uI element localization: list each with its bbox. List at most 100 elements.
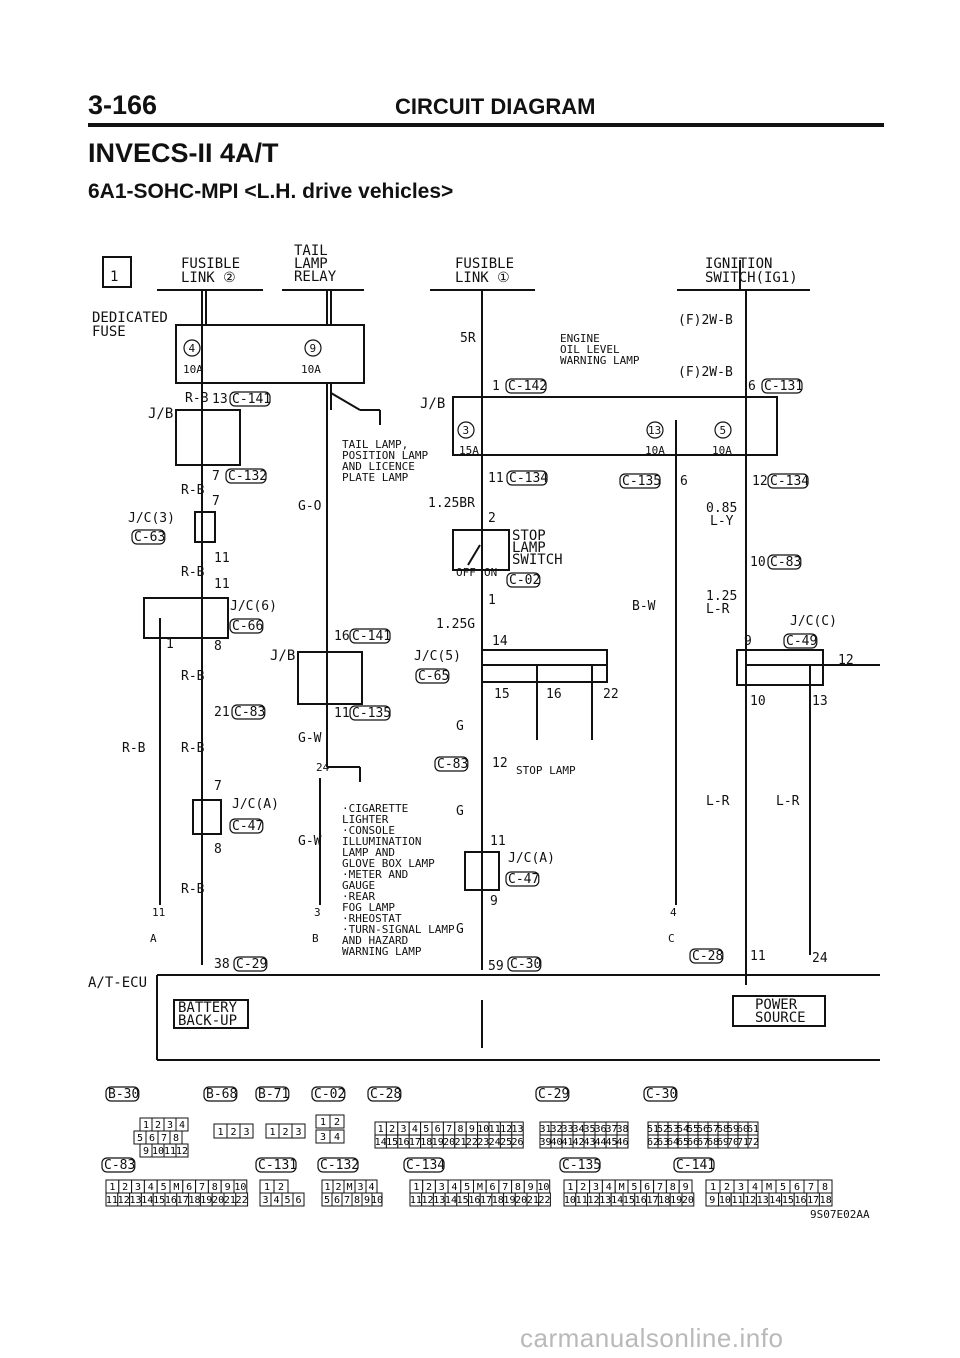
sheet-number-box [102, 256, 132, 288]
pin-number: 8 [214, 842, 222, 857]
wire-color: R-B [122, 741, 146, 756]
connector-view-label-outline [101, 1157, 136, 1173]
connector-pin-number: 4 [179, 1120, 185, 1131]
fuse-number: 13 [648, 424, 661, 437]
fuse-number: 9 [310, 342, 317, 355]
connector-c63: C-63 [134, 530, 165, 545]
wire-color: R-B [181, 565, 205, 580]
connector-pin-number: 1 [413, 1182, 419, 1193]
jb-label: J/B [270, 648, 295, 664]
fuse-rating: 10A [712, 444, 732, 457]
connector-pin-number: 21 [527, 1195, 539, 1206]
connector-pin-number: 5 [161, 1182, 167, 1193]
connector-c131-outline [761, 378, 803, 394]
connector-view-label: B-30 [108, 1087, 139, 1102]
connector-pin-number: 7 [502, 1182, 508, 1193]
junction-label: J/C(6) [230, 599, 277, 614]
connector-pin-number: 13 [757, 1195, 769, 1206]
connector-pin-number: 14 [769, 1195, 781, 1206]
connector-c65: C-65 [418, 669, 449, 684]
dedicated-fuse-label: FUSE [92, 324, 126, 340]
fuse-rating: 10A [301, 363, 321, 376]
pin-number: 7 [214, 779, 222, 794]
lamp-list: ·METER AND [342, 868, 408, 881]
connector-pin-number: 11 [164, 1146, 176, 1157]
connector-pin-number: 13 [433, 1195, 445, 1206]
connector-pin-number: 16 [468, 1195, 480, 1206]
connector-c65-outline [415, 668, 450, 684]
connector-view-label-outline [403, 1157, 445, 1173]
pin-number: 6 [680, 474, 688, 489]
connector-pin-number: 6 [186, 1182, 192, 1193]
fusible-link-1-label: FUSIBLE [455, 256, 514, 272]
connector-c83-outline [434, 756, 469, 772]
connector-view-label-outline [255, 1157, 297, 1173]
fuse-number-circle [304, 339, 322, 357]
connector-pin-number: 1 [269, 1127, 275, 1138]
fuse-rating: 10A [645, 444, 665, 457]
connector-pin-number: 13 [599, 1195, 611, 1206]
fusible-link-2-label: FUSIBLE [181, 256, 240, 272]
connector-pin-number: 17 [409, 1137, 421, 1148]
connector-pin-number: 1 [143, 1120, 149, 1131]
pin-number: 10 [750, 555, 766, 570]
connector-c30-outline [507, 956, 542, 972]
wire-color: R-B [181, 741, 205, 756]
pin-number: 1 [166, 637, 174, 652]
connector-pin-number: 4 [752, 1182, 758, 1193]
junction-label: J/C(3) [128, 511, 175, 526]
connector-pin-number: 4 [412, 1124, 418, 1135]
connector-pin-number: 10 [719, 1195, 731, 1206]
wire-color: R-B [181, 483, 205, 498]
wire-color: 5R [460, 331, 476, 346]
connector-pin-number: 54 [677, 1124, 689, 1135]
connector-view-label: C-132 [320, 1158, 359, 1173]
connector-pin-number: 10 [477, 1124, 489, 1135]
connector-c83-outline [231, 704, 266, 720]
pin-number: 11 [214, 551, 230, 566]
lamp-list: GAUGE [342, 879, 375, 892]
connector-pin-number: 8 [354, 1195, 360, 1206]
connector-c83: C-83 [770, 555, 801, 570]
connector-pin-number: 8 [457, 1124, 463, 1135]
connector-view-label-outline [255, 1086, 290, 1102]
connector-pin-number: 11 [731, 1195, 743, 1206]
connector-pin-number: 9 [683, 1182, 689, 1193]
lamp-list: WARNING LAMP [342, 945, 422, 958]
connector-pin-number: 7 [808, 1182, 814, 1193]
connector-c141-outline [349, 628, 391, 644]
connector-pin-cell [329, 1129, 345, 1144]
connector-c134: C-134 [509, 471, 548, 486]
connector-pin-number: 6 [794, 1182, 800, 1193]
connector-c30: C-30 [510, 957, 541, 972]
connector-pin-number: 12 [176, 1146, 188, 1157]
connector-pin-number: 4 [606, 1182, 612, 1193]
battery-backup-label: BATTERY [178, 1000, 238, 1016]
connector-pin-number: 20 [212, 1195, 224, 1206]
connector-pin-number: 57 [707, 1124, 719, 1135]
connector-pin-number: 70 [727, 1137, 739, 1148]
connector-pin-number: 20 [443, 1137, 455, 1148]
connector-pin-number: 5 [324, 1195, 330, 1206]
connector-pin-number: 5 [284, 1195, 290, 1206]
connector-pin-number: 19 [503, 1195, 515, 1206]
connector-pin-number: 1 [217, 1127, 223, 1138]
connector-c02-outline [506, 572, 541, 588]
connector-pin-number: 25 [500, 1137, 512, 1148]
wire-color: B-W [632, 599, 656, 614]
connector-pin-number: 4 [451, 1182, 457, 1193]
engine-oil-label: WARNING LAMP [560, 354, 640, 367]
jb-label: J/B [148, 406, 173, 422]
connector-pin-cell [747, 1134, 759, 1149]
fuse-number-circle [646, 421, 664, 439]
connector-pin-number: 63 [657, 1137, 669, 1148]
wire-color: G-O [298, 499, 322, 514]
lamp-list: LIGHTER [342, 813, 389, 826]
header-rule [88, 123, 884, 127]
fuse-number: 3 [463, 424, 470, 437]
connector-pin-number: 9 [364, 1195, 370, 1206]
lamp-list: AND HAZARD [342, 934, 408, 947]
connector-pin-number: 43 [583, 1137, 595, 1148]
connector-pin-number: 14 [375, 1137, 387, 1148]
pin-number: 22 [603, 687, 619, 702]
